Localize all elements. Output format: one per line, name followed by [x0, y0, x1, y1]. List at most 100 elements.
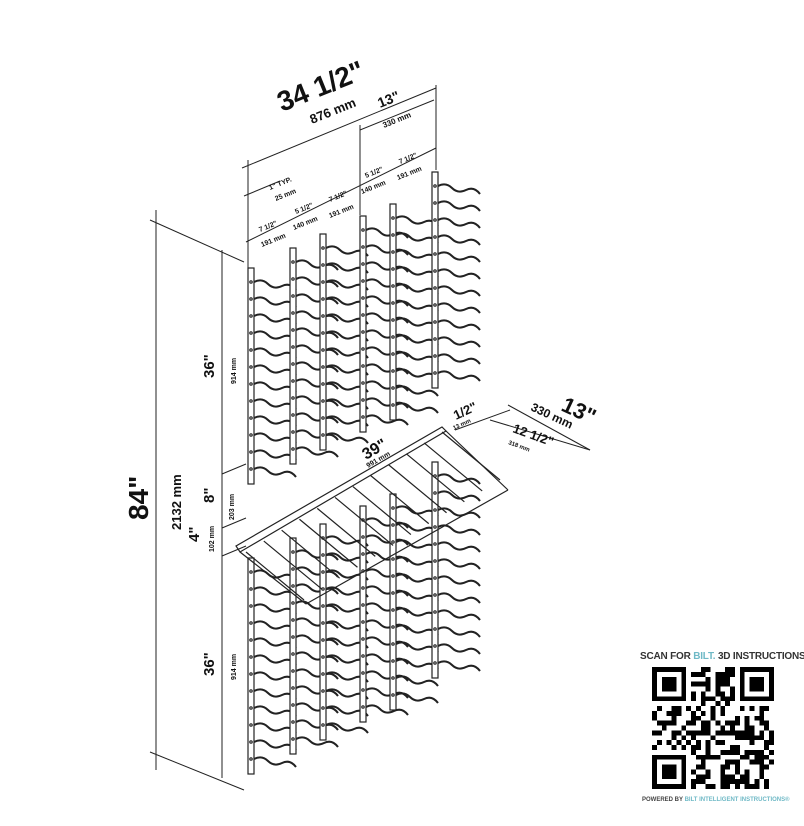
post-hole: [433, 610, 437, 614]
bottle-arm: [295, 634, 339, 646]
bottle-arm: [437, 285, 481, 297]
rack-post: [389, 203, 397, 421]
shelf-slat: [388, 464, 447, 514]
qr-module: [705, 749, 711, 755]
qr-module: [725, 774, 731, 780]
qr-module: [652, 754, 687, 760]
qr-module: [661, 764, 677, 780]
bottle-arm: [395, 385, 439, 397]
qr-module: [744, 784, 750, 789]
rack-post: [289, 537, 297, 755]
qr-module: [754, 735, 760, 741]
post-hole: [433, 508, 437, 512]
qr-module: [705, 720, 711, 726]
qr-module: [720, 779, 726, 785]
post-hole: [291, 618, 295, 622]
post-hole: [249, 689, 253, 693]
bottle-arm: [295, 395, 339, 407]
post-hole: [249, 365, 253, 369]
qr-module: [725, 676, 731, 682]
bottle-arm: [437, 524, 481, 536]
rack-post: [289, 247, 297, 465]
rack-post: [431, 461, 439, 679]
bottle-arm: [395, 692, 439, 704]
spacing-3-label: 7 1/2": [328, 190, 348, 204]
qr-module: [695, 730, 701, 736]
rack-post: [431, 171, 439, 389]
qr-module: [749, 706, 755, 711]
qr-module: [705, 754, 711, 760]
qr-module: [666, 720, 672, 726]
bottle-arm: [437, 370, 481, 382]
post-hole: [321, 314, 325, 318]
qr-module: [715, 671, 721, 677]
post-hole: [291, 294, 295, 298]
post-hole: [321, 570, 325, 574]
post-hole: [361, 381, 365, 385]
bottle-arm: [295, 617, 339, 629]
post-hole: [321, 433, 325, 437]
post-hole: [321, 604, 325, 608]
post-hole: [361, 654, 365, 658]
qr-module: [691, 720, 696, 726]
post-hole: [291, 652, 295, 656]
post-hole: [249, 638, 253, 642]
right-section-mm-label: 330 mm: [381, 110, 412, 130]
spacing-4-mm-label: 140 mm: [360, 180, 387, 196]
qr-module: [695, 740, 701, 746]
qr-module: [700, 730, 706, 736]
post-hole: [361, 347, 365, 351]
qr-module: [691, 681, 696, 687]
qr-module: [749, 749, 755, 755]
qr-module: [725, 759, 731, 765]
qr-module: [739, 706, 745, 711]
post-hole: [391, 352, 395, 356]
post-hole: [321, 382, 325, 386]
post-hole: [291, 447, 295, 451]
qr-module: [769, 740, 774, 746]
post-hole: [433, 627, 437, 631]
qr-module: [710, 706, 716, 711]
rack-post: [319, 233, 327, 451]
qr-module: [652, 710, 657, 716]
post-hole: [291, 260, 295, 264]
qr-module: [725, 701, 731, 707]
shelf-slat: [281, 529, 341, 579]
qr-module: [691, 710, 696, 716]
qr-title-prefix: SCAN FOR: [640, 651, 694, 662]
post-hole: [361, 330, 365, 334]
post-hole: [249, 433, 253, 437]
qr-module: [720, 696, 726, 702]
qr-code[interactable]: [652, 667, 774, 789]
overall-height-mm-label: 2132 mm: [169, 474, 184, 530]
post-hole: [291, 413, 295, 417]
post-hole: [391, 335, 395, 339]
bottle-arm: [325, 722, 369, 734]
bottle-arm: [437, 558, 481, 570]
qr-module: [681, 667, 687, 702]
qr-module: [691, 735, 696, 741]
qr-module: [720, 764, 726, 770]
qr-module: [764, 779, 770, 785]
qr-module: [730, 667, 735, 672]
bottle-arm: [437, 217, 481, 229]
post-hole: [249, 382, 253, 386]
rack-post: [359, 505, 367, 723]
qr-module: [671, 745, 677, 750]
qr-module: [759, 754, 765, 760]
qr-title-brand: BILT.: [693, 651, 716, 662]
qr-module: [759, 715, 765, 721]
qr-module: [671, 730, 677, 736]
post-hole: [433, 269, 437, 273]
qr-module: [705, 774, 711, 780]
qr-module: [691, 779, 696, 785]
rack-post: [247, 557, 255, 775]
qr-module: [734, 715, 740, 721]
qr-module: [730, 725, 735, 731]
bottle-arm: [365, 414, 409, 426]
qr-module: [681, 745, 687, 750]
post-hole: [249, 672, 253, 676]
qr-module: [759, 706, 765, 711]
qr-module: [700, 759, 706, 765]
qr-module: [710, 715, 716, 721]
